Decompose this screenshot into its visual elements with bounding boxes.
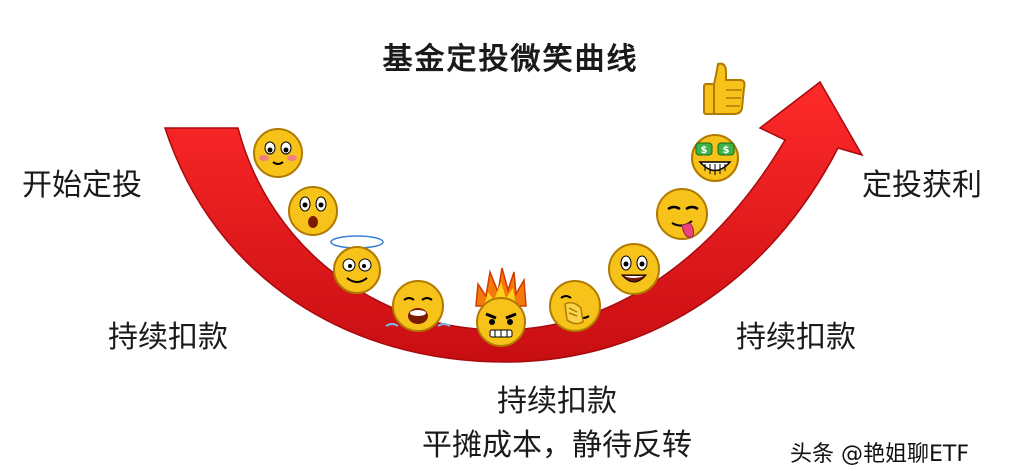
blushing-face-icon	[253, 128, 303, 178]
watermark: 头条 @艳姐聊ETF	[790, 442, 969, 467]
crying-face-icon	[385, 280, 451, 332]
svg-text:$: $	[701, 145, 708, 156]
label-profit: 定投获利	[862, 168, 982, 203]
diagram-title: 基金定投微笑曲线	[382, 42, 639, 77]
svg-text:$: $	[723, 145, 730, 156]
grinning-face-icon	[608, 243, 660, 295]
angry-flaming-face-icon	[475, 267, 527, 347]
label-right-phase: 持续扣款	[736, 320, 856, 355]
surprised-face-icon	[288, 186, 338, 236]
money-eyes-face-icon: $ $	[691, 134, 739, 182]
label-bottom-phase: 持续扣款 平摊成本，静待反转	[412, 380, 702, 468]
dizzy-face-icon	[330, 235, 384, 294]
thumbs-up-icon	[703, 62, 746, 115]
label-bottom-line2: 平摊成本，静待反转	[422, 428, 692, 463]
facepalm-face-icon	[549, 280, 601, 332]
label-bottom-line1: 持续扣款	[497, 384, 617, 419]
tongue-out-face-icon	[656, 188, 708, 240]
label-start-investing: 开始定投	[22, 168, 142, 203]
label-left-phase: 持续扣款	[108, 320, 228, 355]
